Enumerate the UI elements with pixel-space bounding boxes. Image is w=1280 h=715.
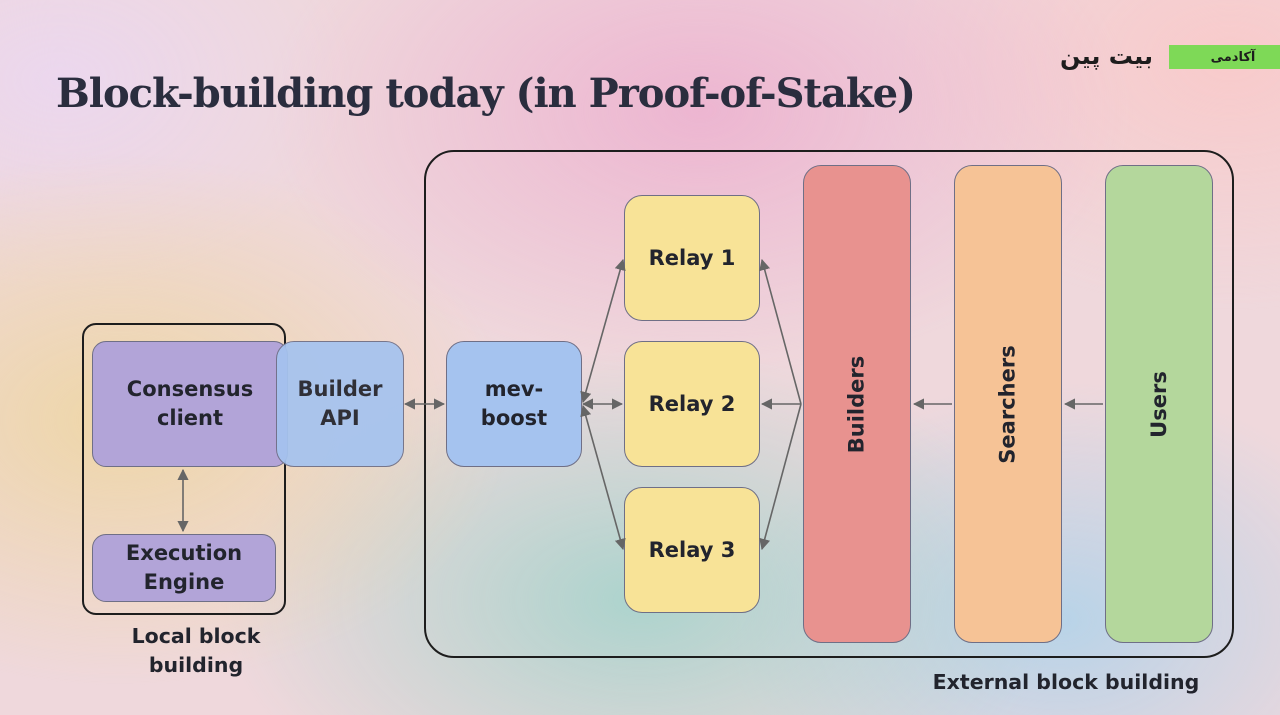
logo-tag: آکادمی — [1169, 45, 1280, 69]
consensus-client-label: Consensus client — [126, 377, 254, 430]
consensus-client-node: Consensus client — [92, 341, 288, 467]
page-title: Block-building today (in Proof-of-Stake) — [56, 70, 916, 117]
execution-engine-label: Execution Engine — [125, 541, 243, 594]
brand-logo: بیت پین آکادمی — [1060, 42, 1280, 70]
users-column: Users — [1105, 165, 1213, 643]
relay-1-label: Relay 1 — [648, 245, 736, 270]
local-block-building-frame — [82, 323, 286, 615]
builders-column: Builders — [803, 165, 911, 643]
relay-3-label: Relay 3 — [648, 537, 736, 562]
edge-layer — [177, 258, 1103, 551]
arrow-builders-relay1 — [759, 258, 802, 405]
searchers-column: Searchers — [954, 165, 1062, 643]
external-block-building-caption: External block building — [932, 670, 1200, 694]
relay-2-label: Relay 2 — [648, 391, 736, 416]
execution-engine-node: Execution Engine — [92, 534, 276, 602]
arrow-mev-boost-relay1 — [580, 258, 626, 404]
logo-wordmark: بیت پین — [1060, 42, 1153, 70]
builder-api-label: Builder API — [297, 377, 383, 430]
relay-2-node: Relay 2 — [624, 341, 760, 467]
local-block-building-caption: Local block building — [131, 624, 261, 677]
mev-boost-label: mev- boost — [480, 377, 548, 430]
arrow-builders-relay3 — [759, 403, 802, 551]
arrow-mev-boost-relay3 — [580, 404, 626, 551]
builder-api-node: Builder API — [276, 341, 404, 467]
mev-boost-node: mev- boost — [446, 341, 582, 467]
relay-1-node: Relay 1 — [624, 195, 760, 321]
